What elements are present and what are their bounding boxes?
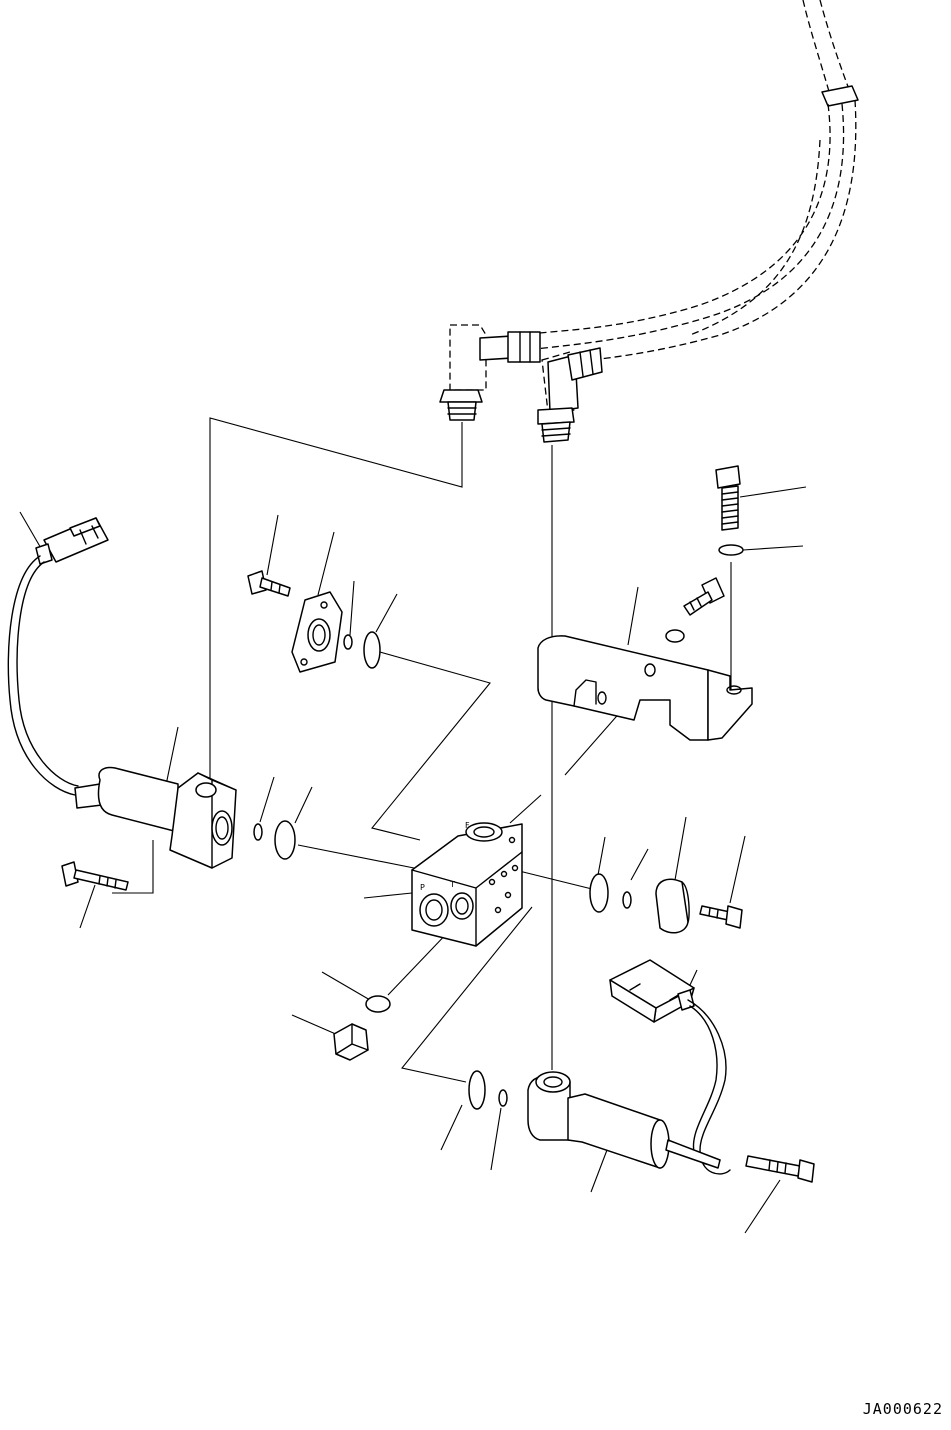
small-bolt-right: [700, 906, 742, 928]
o-ring-small-upper: [344, 635, 352, 649]
right-solenoid-cable: [688, 1000, 730, 1174]
mounting-bolt-left: [62, 862, 128, 890]
mounting-bolt-right: [746, 1156, 814, 1182]
mounting-bracket: [538, 636, 752, 740]
o-ring-small-right: [623, 892, 631, 908]
elbow-fitting-right: [538, 348, 602, 442]
bracket-stud-bolt: [684, 578, 724, 615]
port-label-upper: F: [465, 821, 470, 830]
left-solenoid-cable: [8, 556, 78, 795]
leader-lines: [112, 418, 731, 1082]
o-ring-large-lower: [469, 1071, 485, 1109]
flange-plate: [292, 592, 342, 672]
blind-cover: [656, 879, 689, 933]
o-ring-large-right: [590, 874, 608, 912]
o-ring-small-lower: [499, 1090, 507, 1106]
port-label-tank: T: [449, 880, 455, 889]
right-solenoid-connector: [610, 960, 694, 1022]
o-ring-small-left: [254, 824, 262, 840]
left-solenoid-connector: [36, 518, 108, 564]
o-ring-large-left: [275, 821, 295, 859]
right-solenoid-valve: [528, 1072, 720, 1168]
bracket-bolt: [716, 466, 740, 530]
elbow-fitting-left: [440, 325, 540, 420]
drawing-code: JA000622: [862, 1400, 943, 1418]
callout-leaders: [20, 487, 806, 1233]
plug: [334, 1024, 368, 1060]
left-solenoid-valve: [75, 768, 236, 869]
bracket-washer-side: [666, 630, 684, 642]
manifold-block: [412, 823, 522, 946]
port-label-pilot: P: [420, 883, 425, 892]
hose-assembly: [520, 0, 858, 360]
o-ring-pilot-port: [366, 996, 390, 1012]
small-bolt-upper: [248, 571, 290, 596]
o-ring-large-upper: [364, 632, 380, 668]
bracket-washer-top: [719, 545, 743, 555]
